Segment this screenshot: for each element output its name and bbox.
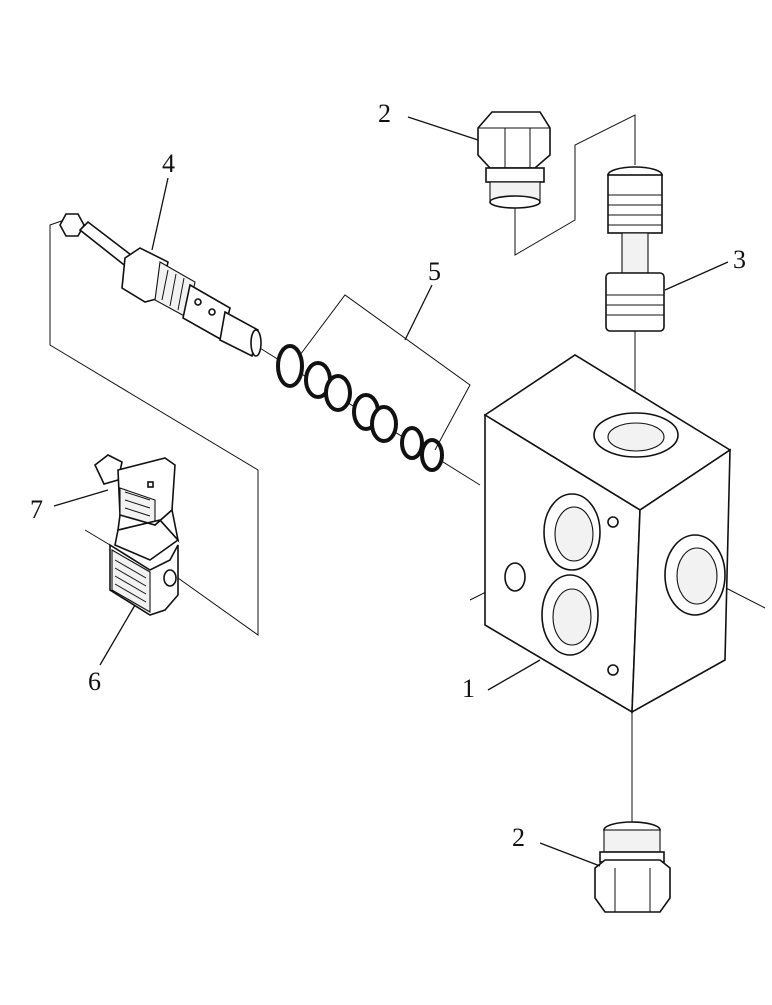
stem-nut [59, 213, 85, 237]
callout-2-top: 2 [378, 99, 391, 128]
gasket [276, 344, 304, 388]
o-ring [324, 374, 352, 412]
hex-plug-top [477, 111, 551, 209]
callout-3: 3 [733, 245, 746, 274]
o-ring [370, 405, 398, 443]
connector [94, 454, 180, 543]
o-ring [400, 426, 424, 460]
small-port [504, 562, 526, 592]
callout-2-bottom: 2 [512, 823, 525, 852]
seal-kit [276, 294, 471, 472]
hex-plug-bottom [594, 821, 671, 913]
valve-block [483, 354, 732, 714]
callout-labels: 1 2 2 3 4 5 6 7 [30, 99, 746, 852]
solenoid-coil [109, 519, 180, 616]
callout-leaders [53, 116, 729, 867]
o-ring [420, 438, 444, 472]
callout-5: 5 [428, 257, 441, 286]
mounting-hole [607, 516, 619, 528]
cartridge [605, 166, 665, 332]
callout-4: 4 [162, 149, 175, 178]
callout-6: 6 [88, 667, 101, 696]
mounting-hole [607, 664, 619, 676]
callout-7: 7 [30, 495, 43, 524]
callout-1: 1 [462, 674, 475, 703]
solenoid-valve-stem [59, 213, 262, 358]
